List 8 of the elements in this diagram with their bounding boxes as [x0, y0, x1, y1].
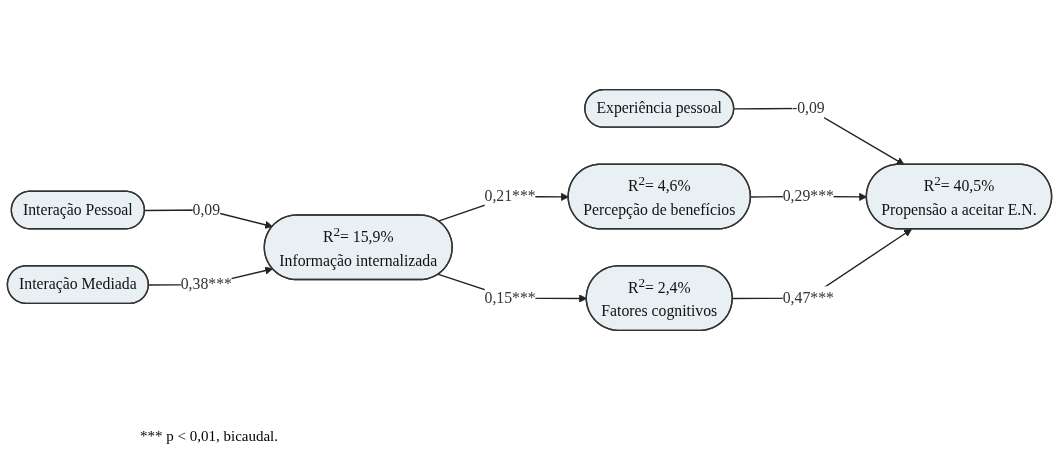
edge-label: -0,09 [791, 99, 825, 117]
edge-label: 0,29*** [782, 187, 834, 206]
footnote: *** p < 0,01, bicaudal. [140, 428, 279, 445]
edge-label: 0,38*** [180, 275, 232, 294]
edge-label: 0,09 [192, 200, 221, 219]
edge-label: 0,47*** [782, 289, 834, 307]
edge-label: 0,15*** [484, 289, 536, 307]
edge-label: 0,21*** [484, 187, 536, 206]
